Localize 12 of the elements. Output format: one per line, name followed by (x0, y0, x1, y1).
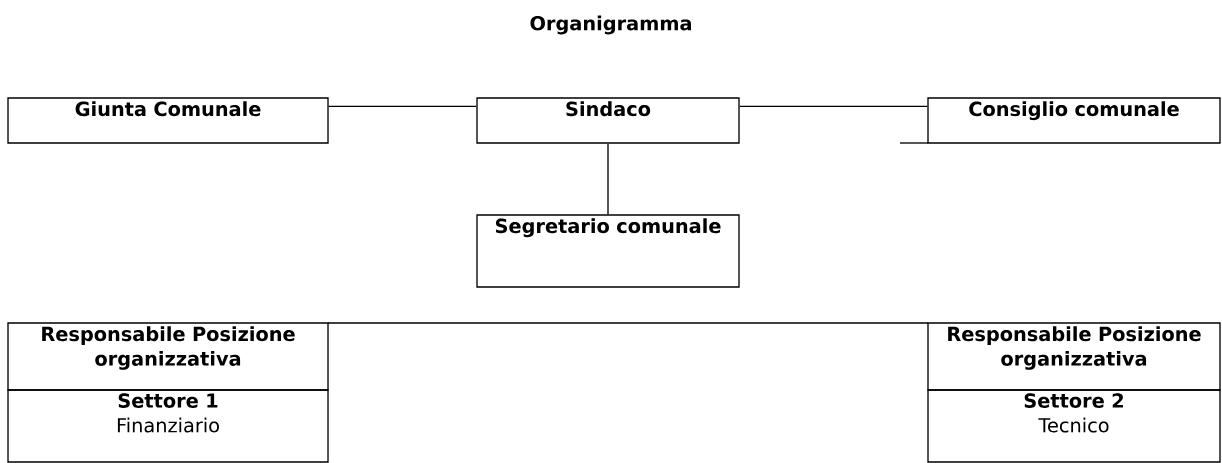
table-cell: Responsabile Posizione organizzativa (927, 322, 1221, 391)
connector-line (739, 105, 928, 107)
title: Organigramma (530, 15, 691, 35)
table-cell: Settore 1 Finanziario (7, 389, 329, 463)
org-box: Segretario comunale (476, 214, 740, 288)
table-cell: Responsabile Posizione organizzativa (7, 322, 329, 391)
org-box: Sindaco (476, 97, 740, 144)
org-box: Consiglio comunale (927, 97, 1221, 144)
table-cell: Settore 2 Tecnico (927, 389, 1221, 463)
org-box: Giunta Comunale (7, 97, 329, 144)
connector-line (607, 143, 609, 215)
connector-line (328, 105, 477, 107)
